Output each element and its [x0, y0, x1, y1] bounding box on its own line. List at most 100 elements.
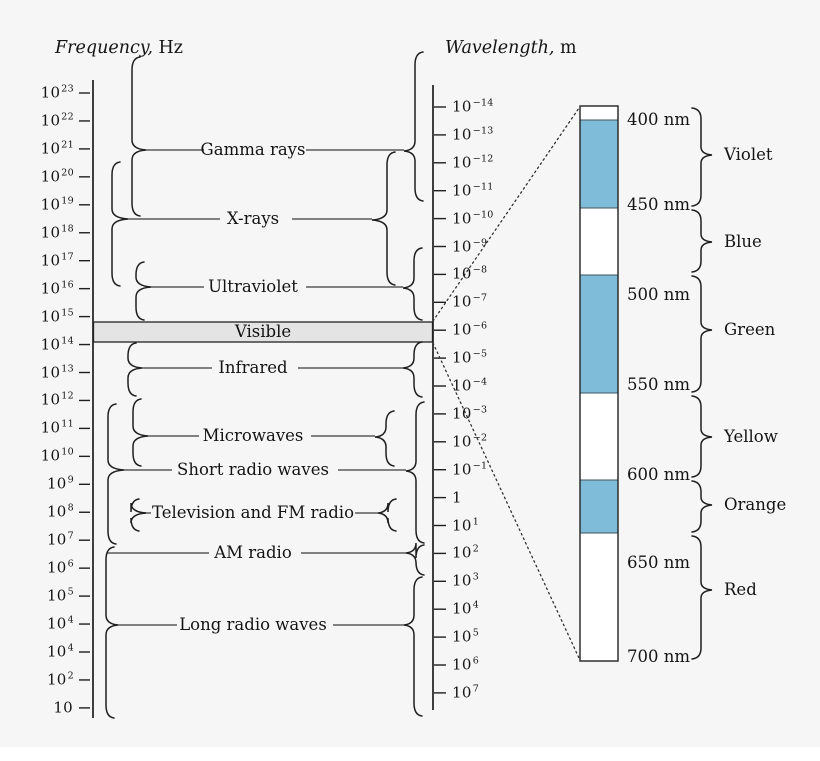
wavelength-tick-label-exp: −10: [472, 209, 494, 221]
frequency-tick-label: 102: [46, 670, 74, 689]
wavelength-tick-label: 101: [452, 516, 480, 534]
frequency-tick-label: 1017: [41, 252, 74, 268]
wavelength-tick-label-exp: 7: [472, 683, 480, 695]
frequency-tick-label: 10: [53, 700, 74, 715]
frequency-tick-label: 1023: [40, 83, 74, 102]
wavelength-tick-label-base: 10: [452, 655, 472, 674]
frequency-tick-label: 1016: [41, 280, 74, 296]
frequency-tick-label: 1022: [40, 111, 74, 130]
frequency-tick-label-base: 10: [40, 446, 61, 465]
frequency-tick-label-exp: 12: [61, 390, 74, 402]
frequency-tick-label-base: 10: [46, 474, 67, 493]
frequency-tick-label-base: 10: [53, 698, 73, 717]
wavelength-tick-label: 103: [452, 571, 480, 590]
wavelength-tick-label-base: 10: [452, 599, 472, 618]
frequency-tick-label-exp: 22: [61, 111, 74, 123]
wavelength-tick-label-exp: −6: [472, 320, 488, 332]
wavelength-title-word: Wavelength,: [445, 38, 555, 58]
wavelength-tick-label-base: 10: [452, 348, 472, 367]
frequency-tick-label-base: 10: [46, 642, 67, 661]
frequency-tick-label-base: 10: [40, 195, 61, 214]
color-name-label: Violet: [724, 144, 773, 164]
color-name-label: Red: [724, 579, 757, 599]
wavelength-tick-label-base: 10: [452, 683, 472, 702]
wavelength-tick-label-exp: 3: [472, 571, 480, 583]
wavelength-tick-label-exp: 4: [472, 599, 480, 611]
wavelength-tick-label: 10−14: [452, 97, 494, 115]
wavelength-tick-label: 10−11: [452, 182, 494, 198]
wavelength-tick-label-base: 10: [452, 627, 472, 646]
wavelength-tick-label-exp: −3: [472, 404, 488, 416]
frequency-tick-label-base: 10: [46, 530, 67, 549]
frequency-axis-title: Frequency, Hz: [55, 38, 183, 58]
wavelength-tick-label-exp: −13: [472, 125, 494, 137]
wavelength-tick-label-base: 10: [452, 543, 472, 562]
wavelength-title-unit: m: [560, 38, 577, 58]
frequency-tick-label: 104: [47, 615, 74, 632]
frequency-tick-label-exp: 23: [61, 83, 74, 95]
frequency-tick-label-exp: 15: [61, 307, 74, 319]
page-bottom-strip: [0, 747, 820, 761]
wavelength-tick-label-exp: −2: [472, 432, 488, 444]
wavelength-tick-label: 104: [452, 599, 480, 618]
wavelength-tick-label-exp: −14: [472, 97, 494, 109]
frequency-tick-label: 108: [46, 502, 74, 521]
frequency-tick-label-base: 10: [40, 83, 61, 102]
frequency-tick-label-base: 10: [46, 670, 67, 689]
frequency-tick-label-base: 10: [40, 418, 61, 437]
band-label-x-rays: X-rays: [226, 208, 280, 228]
frequency-tick-label-exp: 14: [61, 335, 74, 347]
wavelength-tick-label-base: 10: [452, 264, 472, 283]
wavelength-tick-label-exp: 1: [472, 516, 480, 527]
nm-label: 700 nm: [627, 646, 691, 666]
wavelength-tick-label: 102: [452, 543, 479, 562]
wavelength-tick-label-base: 10: [452, 404, 472, 423]
frequency-tick-label: 107: [46, 530, 74, 549]
frequency-tick-label: 1018: [41, 224, 74, 240]
wavelength-tick-label: 10−9: [452, 238, 487, 254]
frequency-tick-label: 105: [46, 586, 74, 605]
frequency-tick-label-base: 10: [40, 167, 61, 186]
band-label-ultraviolet: Ultraviolet: [208, 276, 298, 296]
wavelength-tick-label-base: 10: [452, 376, 472, 395]
frequency-tick-label-base: 10: [46, 586, 67, 605]
frequency-tick-label-base: 10: [40, 139, 61, 158]
wavelength-tick-label: 10−6: [452, 320, 488, 339]
wavelength-tick-label: 105: [452, 627, 479, 646]
frequency-tick-label-base: 10: [40, 111, 61, 130]
wavelength-tick-label: 10−7: [452, 292, 487, 311]
color-name-label: Blue: [724, 231, 762, 251]
nm-label: 500 nm: [627, 284, 691, 304]
wavelength-axis-title: Wavelength, m: [445, 38, 577, 58]
band-label-visible: Visible: [234, 321, 292, 341]
wavelength-tick-label-exp: −12: [472, 153, 494, 165]
wavelength-tick-label-exp: 6: [472, 655, 480, 667]
color-name-label: Green: [724, 319, 776, 339]
band-label-short-radio: Short radio waves: [177, 459, 329, 479]
frequency-tick-label-exp: 11: [61, 418, 74, 430]
band-label-am-radio: AM radio: [214, 542, 292, 562]
wavelength-tick-label: 10−10: [452, 209, 494, 226]
frequency-tick-label-exp: 5: [67, 586, 74, 598]
frequency-tick-label-exp: 21: [61, 139, 74, 151]
band-label-infrared: Infrared: [218, 357, 288, 377]
wavelength-tick-label-base: 10: [452, 571, 472, 590]
wavelength-tick-label-base: 10: [452, 320, 472, 339]
wavelength-tick-label: 10−8: [452, 264, 487, 283]
frequency-tick-label: 1020: [40, 167, 74, 186]
frequency-tick-label-base: 10: [46, 502, 67, 521]
frequency-tick-label: 1019: [40, 195, 74, 214]
wavelength-tick-label-base: 10: [452, 516, 472, 534]
wavelength-tick-label-exp: −5: [472, 348, 488, 360]
frequency-tick-label-base: 10: [40, 390, 61, 409]
wavelength-tick-label-base: 10: [452, 292, 472, 311]
frequency-tick-label: 1021: [40, 139, 74, 158]
color-name-label: Orange: [724, 494, 787, 514]
frequency-tick-label-base: 10: [40, 307, 61, 326]
band-label-long-radio: Long radio waves: [179, 614, 327, 634]
band-label-tv-fm: Television and FM radio: [151, 502, 355, 522]
frequency-title-word: Frequency,: [55, 38, 153, 58]
wavelength-tick-label-exp: −1: [472, 460, 488, 472]
